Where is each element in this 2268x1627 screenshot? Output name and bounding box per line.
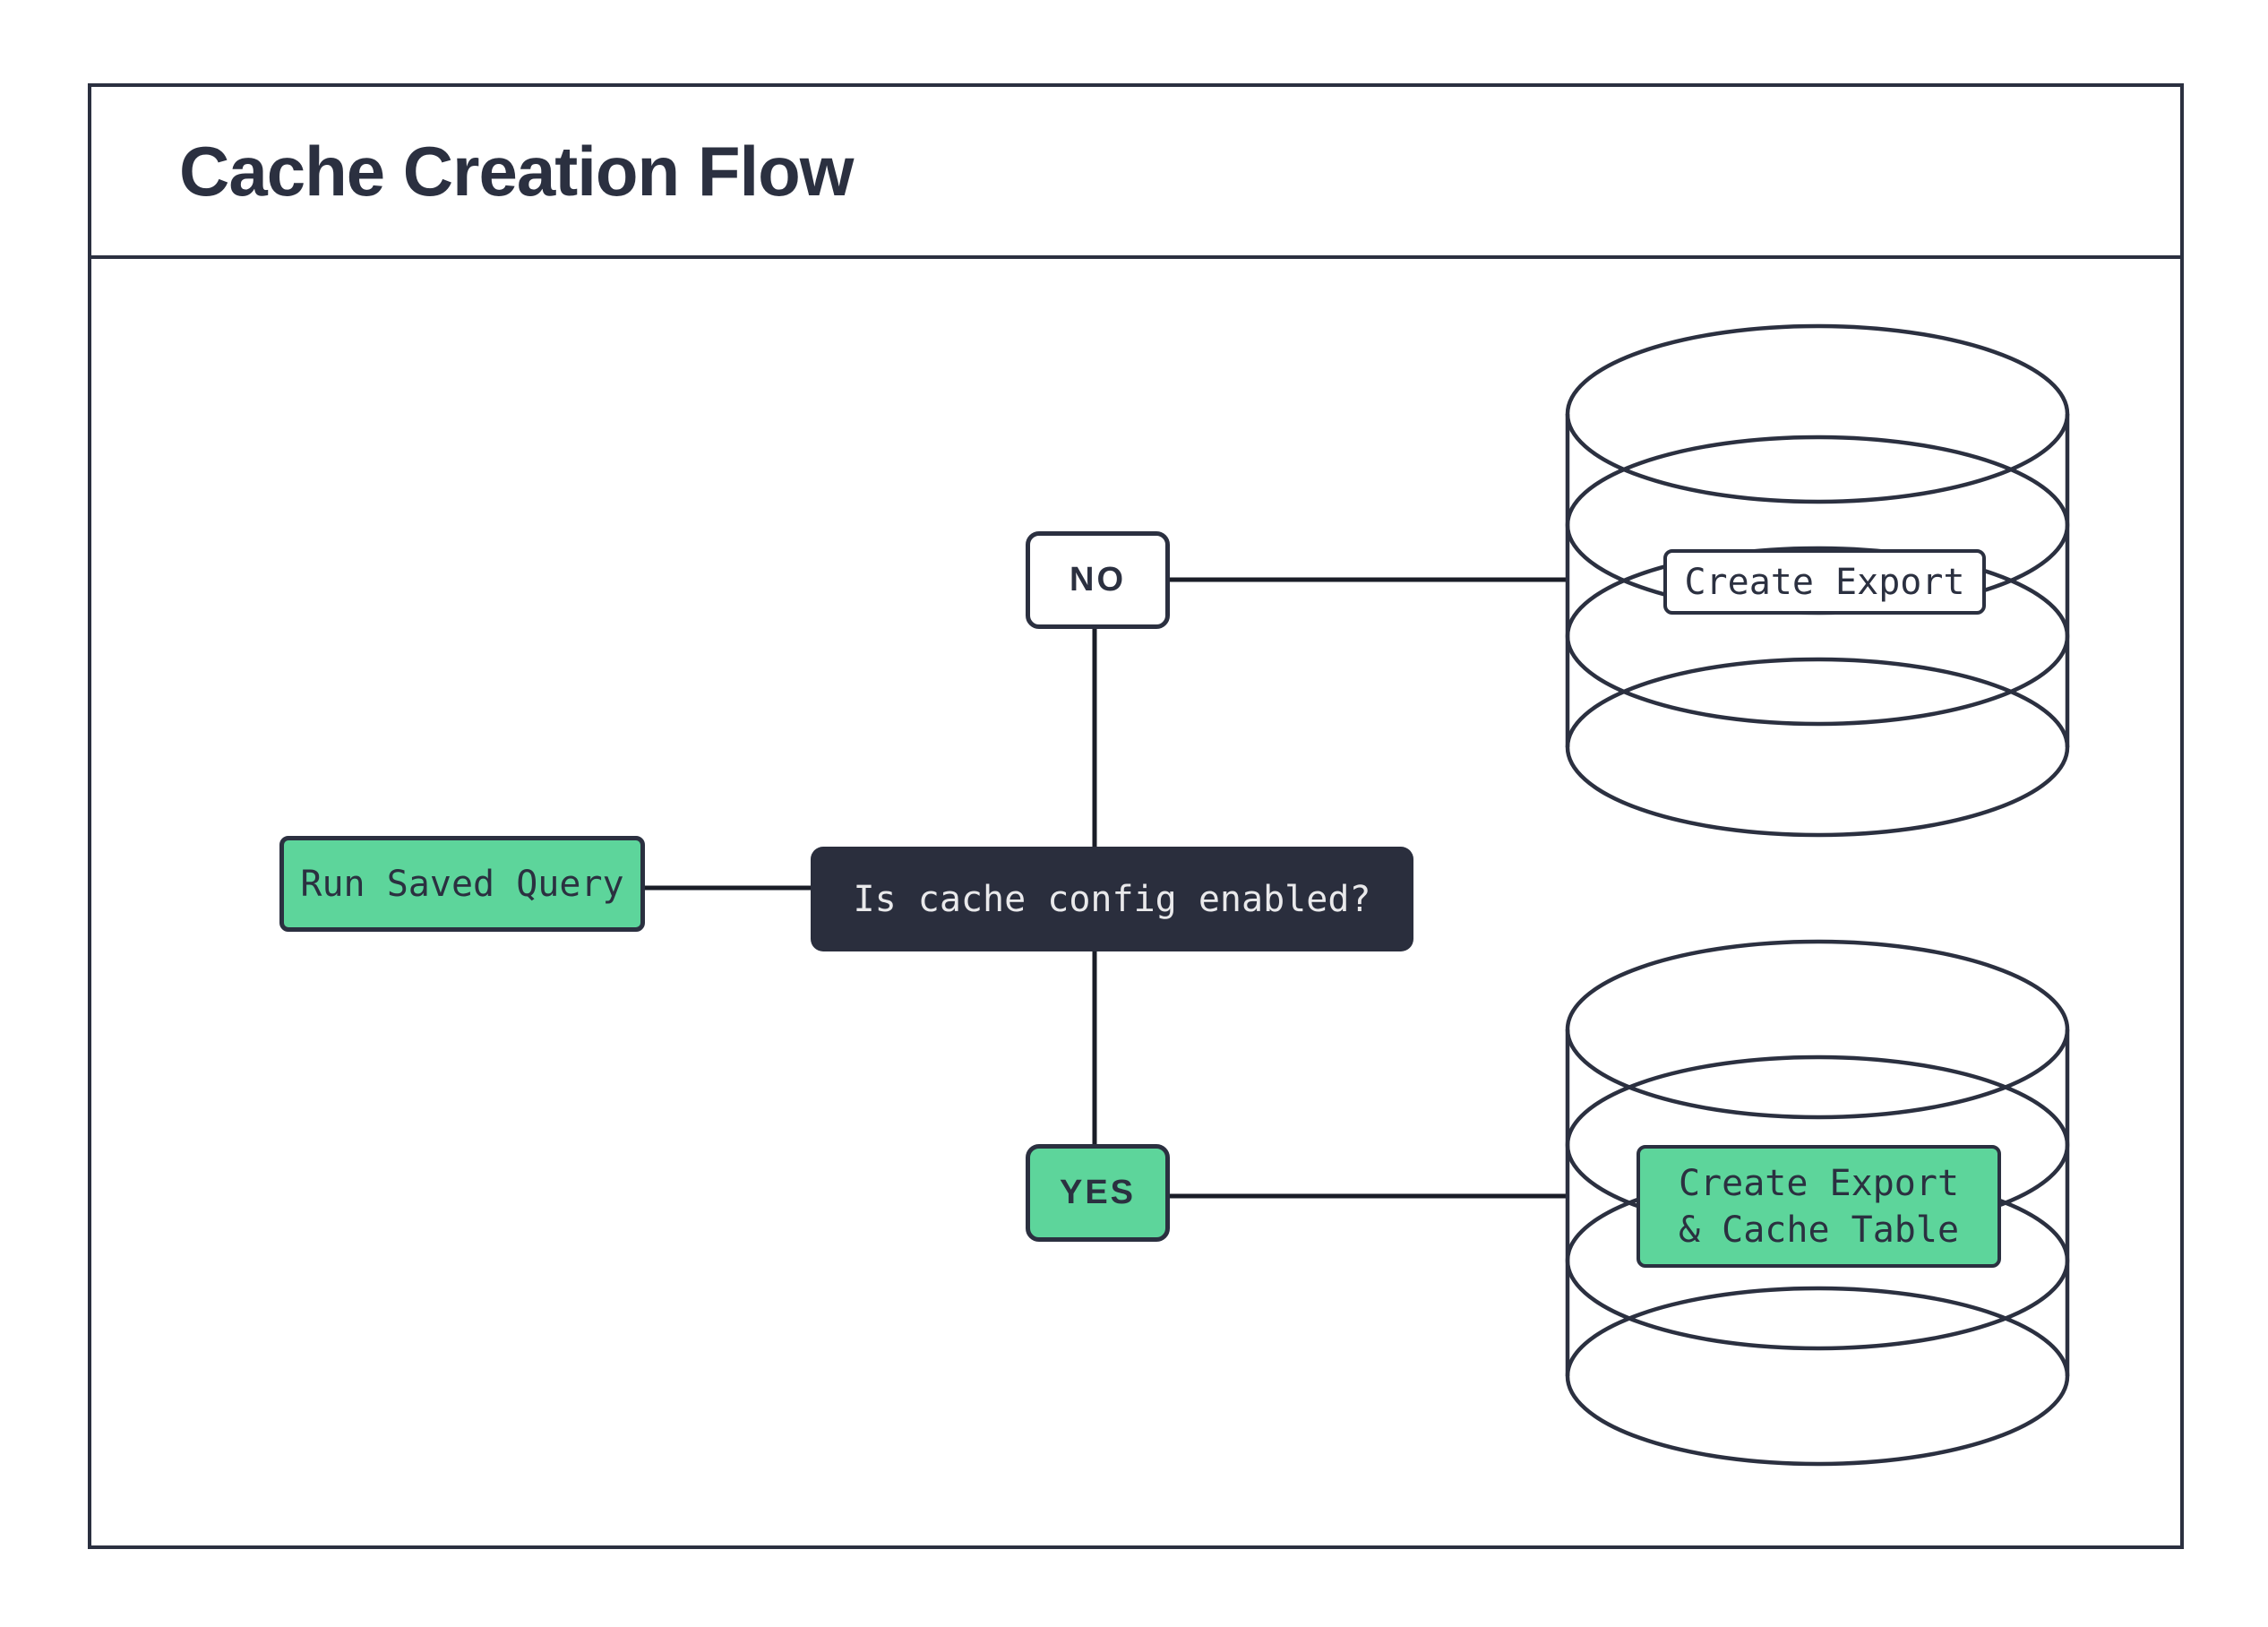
db-label-create-export: Create Export [1663,549,1986,615]
node-branch-no: NO [1026,531,1170,629]
db-label-cache-line1: Create Export [1678,1162,1960,1204]
page-title: Cache Creation Flow [179,132,854,211]
database-icon-export [1565,323,2070,838]
diagram-header: Cache Creation Flow [91,87,2180,259]
db-label-cache-line2: & Cache Table [1678,1209,1960,1251]
database-icon-cache [1565,939,2070,1467]
node-decision-cache-config: Is cache config enabled? [811,847,1413,951]
db-label-create-export-cache-table: Create Export & Cache Table [1637,1145,2001,1268]
node-branch-yes: YES [1026,1144,1170,1242]
node-run-saved-query: Run Saved Query [279,836,645,932]
